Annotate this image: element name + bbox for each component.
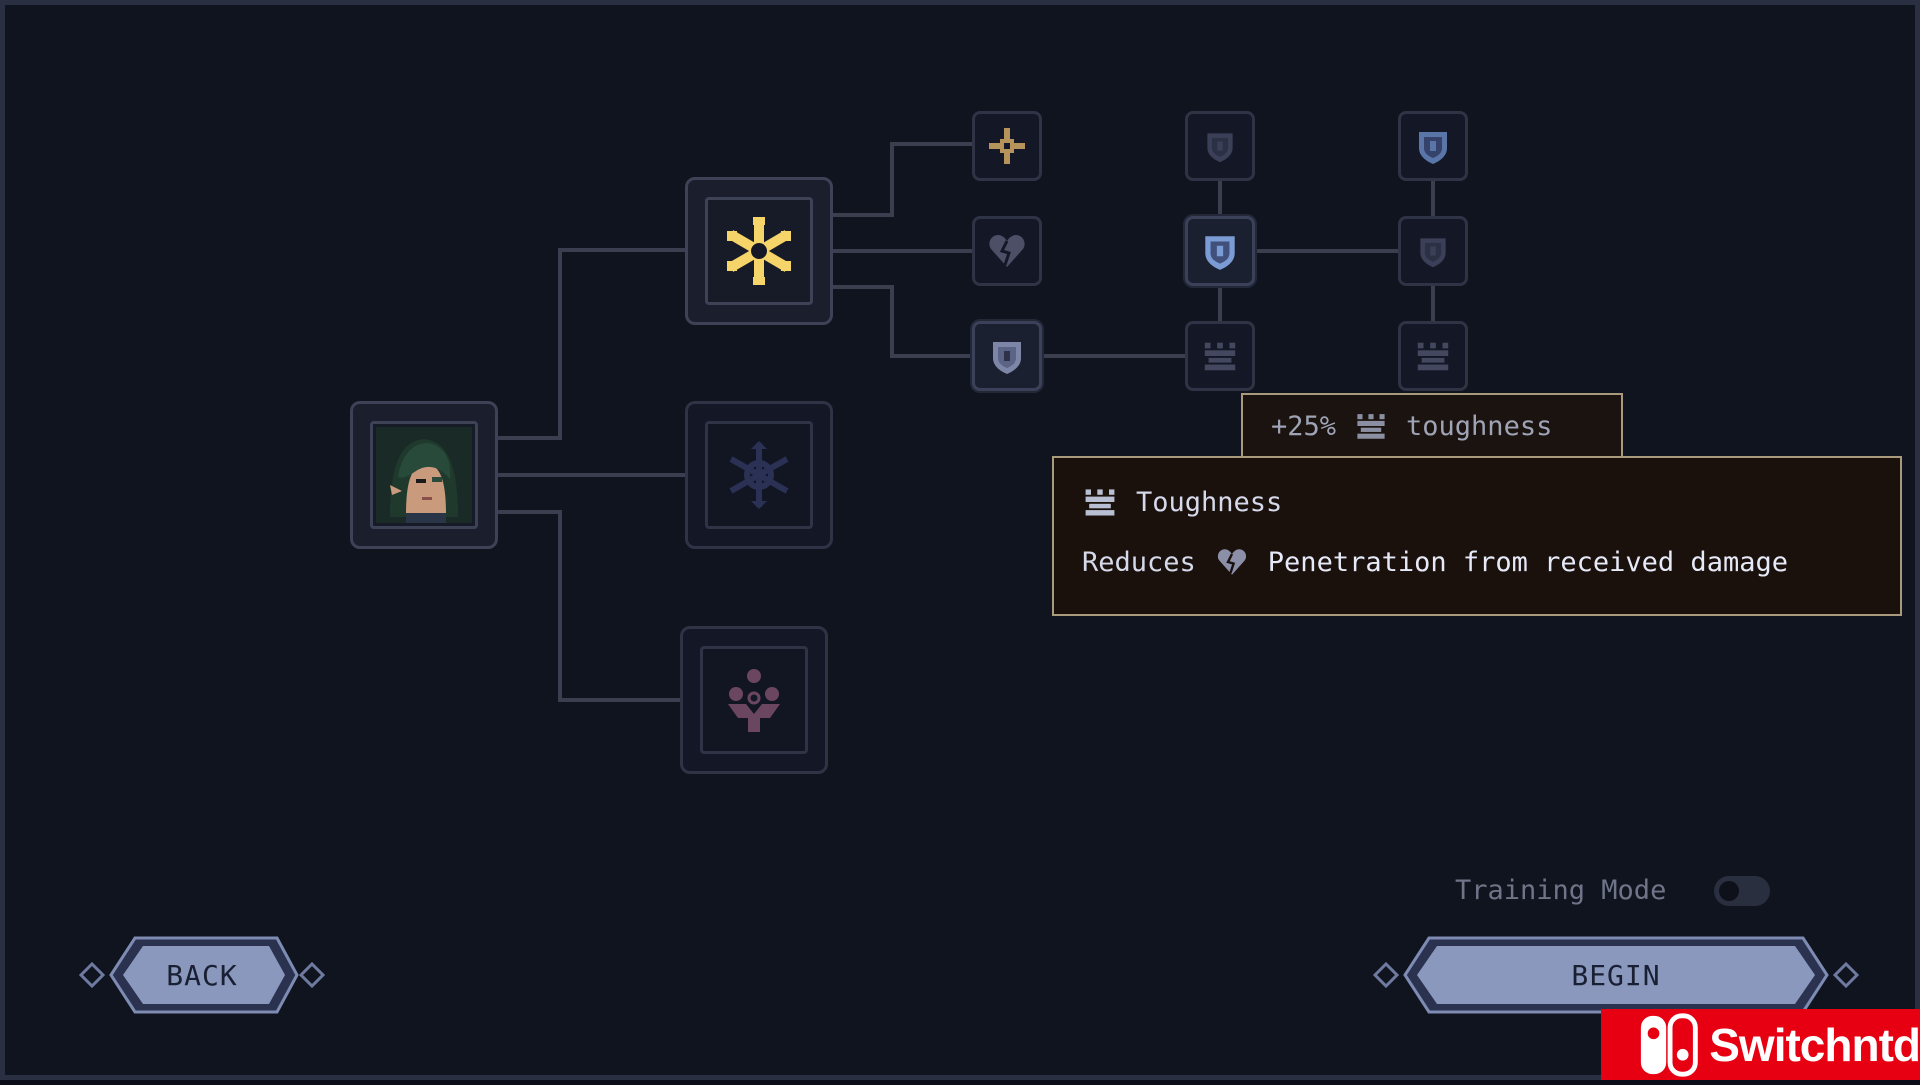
branch-node-group-frame: [700, 646, 808, 754]
training-mode-row: Training Mode: [1455, 875, 1771, 906]
skill-node-castle-3c[interactable]: [1398, 321, 1468, 391]
skill-node-penetration[interactable]: [972, 216, 1042, 286]
hero-node[interactable]: [350, 401, 498, 549]
skill-node-shield[interactable]: [972, 321, 1042, 391]
tooltip-bonus-stat: toughness: [1406, 410, 1553, 442]
castle-icon: [1357, 414, 1385, 439]
shield-icon: [1207, 133, 1233, 163]
tooltip-desc-suffix: Penetration from received damage: [1267, 546, 1788, 578]
tooltip-title: Toughness: [1136, 486, 1283, 518]
back-button[interactable]: BACK: [67, 930, 337, 1020]
begin-button[interactable]: BEGIN: [1371, 930, 1861, 1020]
tooltip-desc-prefix: Reduces: [1082, 546, 1196, 578]
group-icon: [728, 669, 780, 732]
skill-node-cross[interactable]: [972, 111, 1042, 181]
tree-connectors: [497, 142, 1435, 702]
tooltip-panel: Toughness Reduces Penetration from recei…: [1052, 456, 1902, 616]
castle-icon: [1085, 489, 1115, 516]
skill-node-castle-2c[interactable]: [1185, 321, 1255, 391]
switch-logo-icon: [1640, 1012, 1698, 1077]
hero-portrait: [376, 427, 472, 523]
branch-node-frost-locked-frame: [705, 421, 813, 529]
shield-icon: [1420, 238, 1446, 268]
hero-portrait-frame: [370, 421, 478, 529]
begin-button-frame: [1372, 936, 1860, 1014]
skill-node-shield-2a[interactable]: [1185, 111, 1255, 181]
skill-node-shield-2b[interactable]: [1185, 216, 1255, 286]
training-mode-toggle-knob: [1719, 880, 1740, 901]
tooltip-bonus-header: +25% toughness: [1241, 393, 1623, 457]
shield-icon: [1205, 236, 1235, 270]
begin-button-label: BEGIN: [1571, 958, 1661, 992]
watermark-text: Switchntd: [1709, 1018, 1920, 1071]
training-mode-label: Training Mode: [1455, 875, 1667, 906]
castle-icon: [1204, 342, 1236, 371]
cross-icon: [989, 128, 1025, 164]
training-mode-toggle[interactable]: [1714, 875, 1771, 906]
tooltip-description: Reduces Penetration from received damage: [1082, 546, 1788, 578]
skill-node-shield-3b[interactable]: [1398, 216, 1468, 286]
snowflake-gold-icon: [727, 217, 791, 285]
branch-node-frost-frame: [705, 197, 813, 305]
branch-node-frost[interactable]: [685, 177, 833, 325]
castle-icon: [1417, 342, 1449, 371]
broken-heart-icon: [989, 235, 1025, 267]
back-button-label: BACK: [166, 958, 238, 992]
tooltip-title-row: Toughness: [1082, 484, 1282, 520]
shield-icon: [1419, 132, 1447, 164]
tooltip-bonus-value: +25%: [1271, 410, 1337, 442]
broken-heart-icon: [1217, 549, 1246, 575]
switchntd-watermark: Switchntd: [1601, 1009, 1920, 1080]
branch-node-frost-locked[interactable]: [685, 401, 833, 549]
branch-node-group[interactable]: [680, 626, 828, 774]
back-button-frame: [78, 936, 326, 1014]
shield-icon: [993, 342, 1021, 374]
snowflake-dim-icon: [729, 441, 789, 509]
skill-node-shield-3a[interactable]: [1398, 111, 1468, 181]
